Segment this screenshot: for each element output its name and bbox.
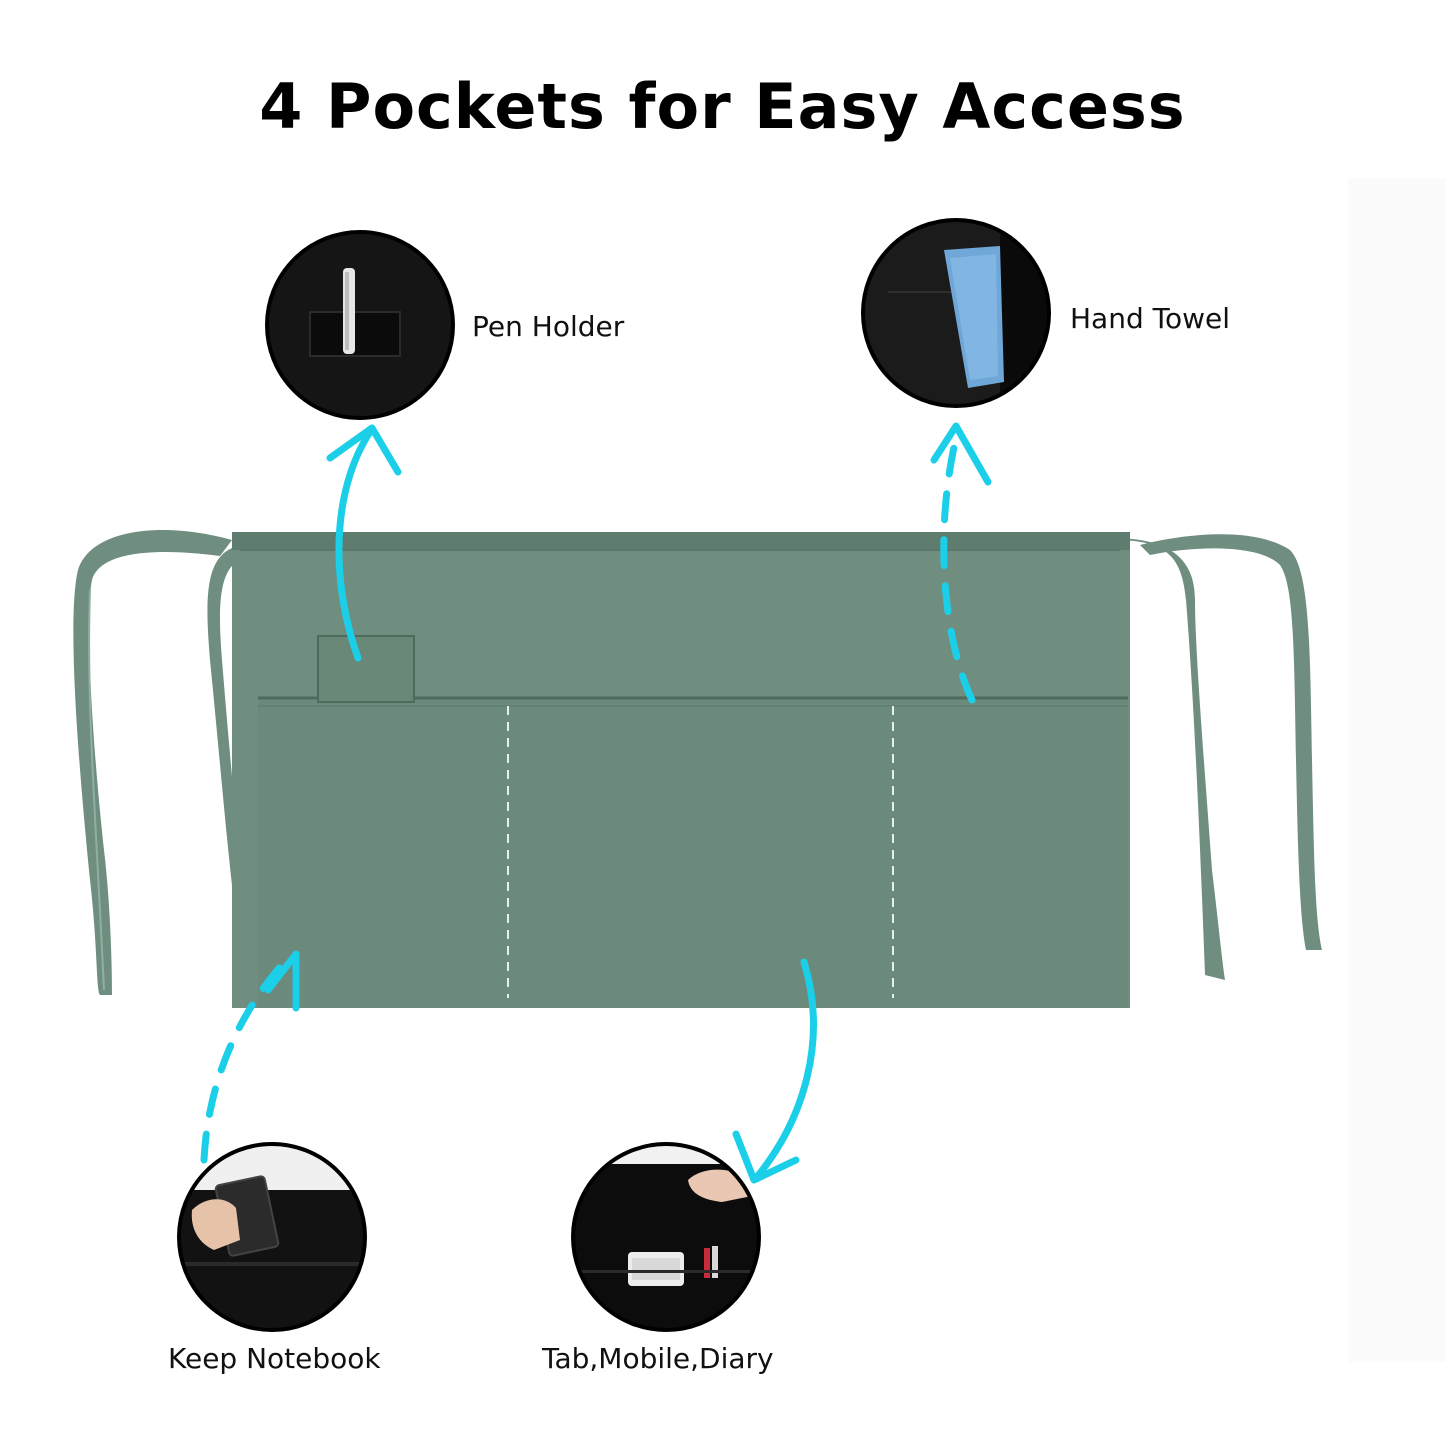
background-strip [1348, 178, 1445, 1362]
keep-notebook-label: Keep Notebook [168, 1342, 381, 1375]
right-tie-strap-outer [1140, 534, 1322, 950]
hand-towel-arrowhead [930, 422, 992, 486]
tab-mobile-diary-photo [573, 1144, 759, 1330]
towel-icon [944, 246, 1004, 388]
tab-mobile-diary-arrow [732, 958, 817, 1184]
pen-holder-pocket [317, 635, 415, 703]
tab-mobile-diary-label: Tab,Mobile,Diary [542, 1342, 774, 1375]
page-title: 4 Pockets for Easy Access [259, 70, 1186, 143]
left-tie-strap [73, 530, 232, 995]
hand-towel-arrow [940, 426, 976, 704]
right-tie-strap [1115, 538, 1225, 980]
pen-holder-label: Pen Holder [472, 310, 625, 343]
phone-icon [628, 1252, 684, 1286]
notebook-arrowhead [264, 950, 300, 1012]
pocket-band [258, 698, 1128, 1008]
pen-holder-photo [267, 232, 453, 418]
pen-holder-arrow [326, 424, 402, 662]
pen-icon [343, 268, 355, 354]
hand-towel-label: Hand Towel [1070, 302, 1231, 335]
notebook-arrow [200, 954, 292, 1164]
hand-icon [191, 1199, 240, 1250]
